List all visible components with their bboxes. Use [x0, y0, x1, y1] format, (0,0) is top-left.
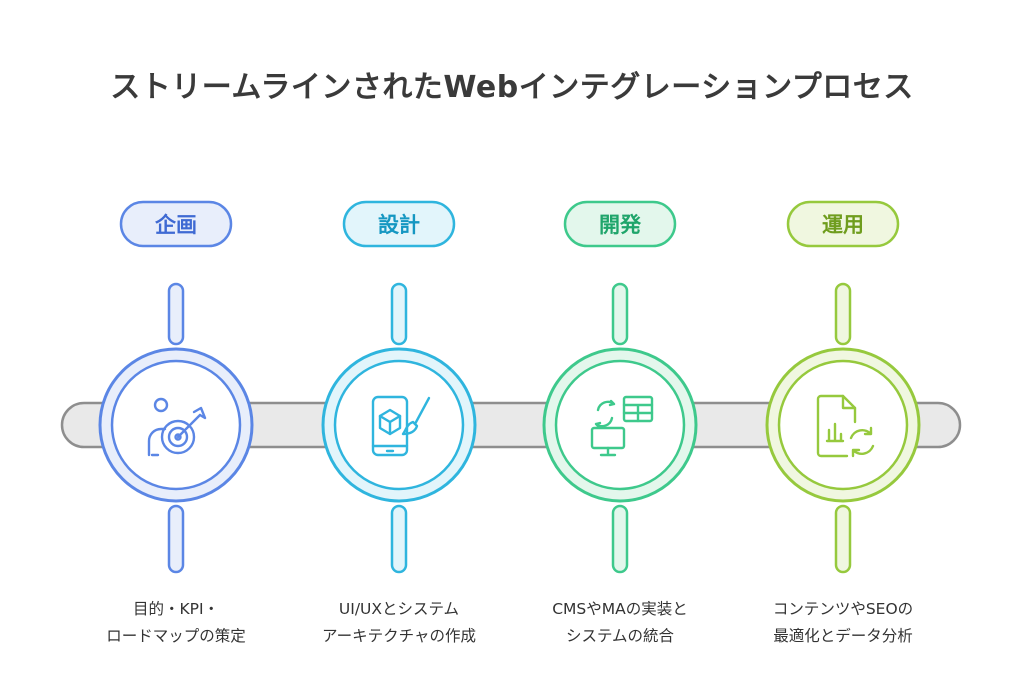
- stage-pill: [563, 200, 677, 248]
- stage-development: 開発: [542, 200, 698, 574]
- person-target-icon: [147, 397, 207, 457]
- stage-ring-inner: [777, 359, 909, 491]
- stage-description-planning: 目的・KPI・ ロードマップの策定: [106, 600, 246, 645]
- stage-description-development: CMSやMAの実装と システムの統合: [552, 600, 688, 645]
- stage-design: 設計: [321, 200, 477, 574]
- stage-description-operation: コンテンツやSEOの 最適化とデータ分析: [772, 600, 914, 645]
- stage-pill: [119, 200, 233, 248]
- stage-label: 設計: [378, 213, 420, 237]
- page-title: ストリームラインされたWebインテグレーションプロセス: [110, 70, 914, 105]
- stage-connector-top: [834, 282, 852, 346]
- stage-pill: [786, 200, 900, 248]
- stage-connector-top: [390, 282, 408, 346]
- stage-connector-top: [611, 282, 629, 346]
- stage-ring-inner: [554, 359, 686, 491]
- stage-pill: [342, 200, 456, 248]
- timeline-bar: [60, 401, 962, 449]
- stage-connector-bottom: [834, 504, 852, 574]
- phone-cube-brush-icon: [371, 395, 431, 457]
- stage-connector-top: [167, 282, 185, 346]
- stage-connector-bottom: [611, 504, 629, 574]
- sync-table-monitor-icon: [590, 395, 654, 457]
- stage-description-design: UI/UXとシステム アーキテクチャの作成: [322, 600, 476, 645]
- stage-label: 運用: [822, 213, 864, 237]
- stage-connector-bottom: [390, 504, 408, 574]
- stage-operation: 運用: [765, 200, 921, 574]
- stage-label: 企画: [154, 213, 197, 237]
- stage-label: 開発: [599, 213, 642, 237]
- stage-planning: 企画: [98, 200, 254, 574]
- document-chart-refresh-icon: [816, 394, 875, 458]
- stage-connector-bottom: [167, 504, 185, 574]
- stage-ring-inner: [110, 359, 242, 491]
